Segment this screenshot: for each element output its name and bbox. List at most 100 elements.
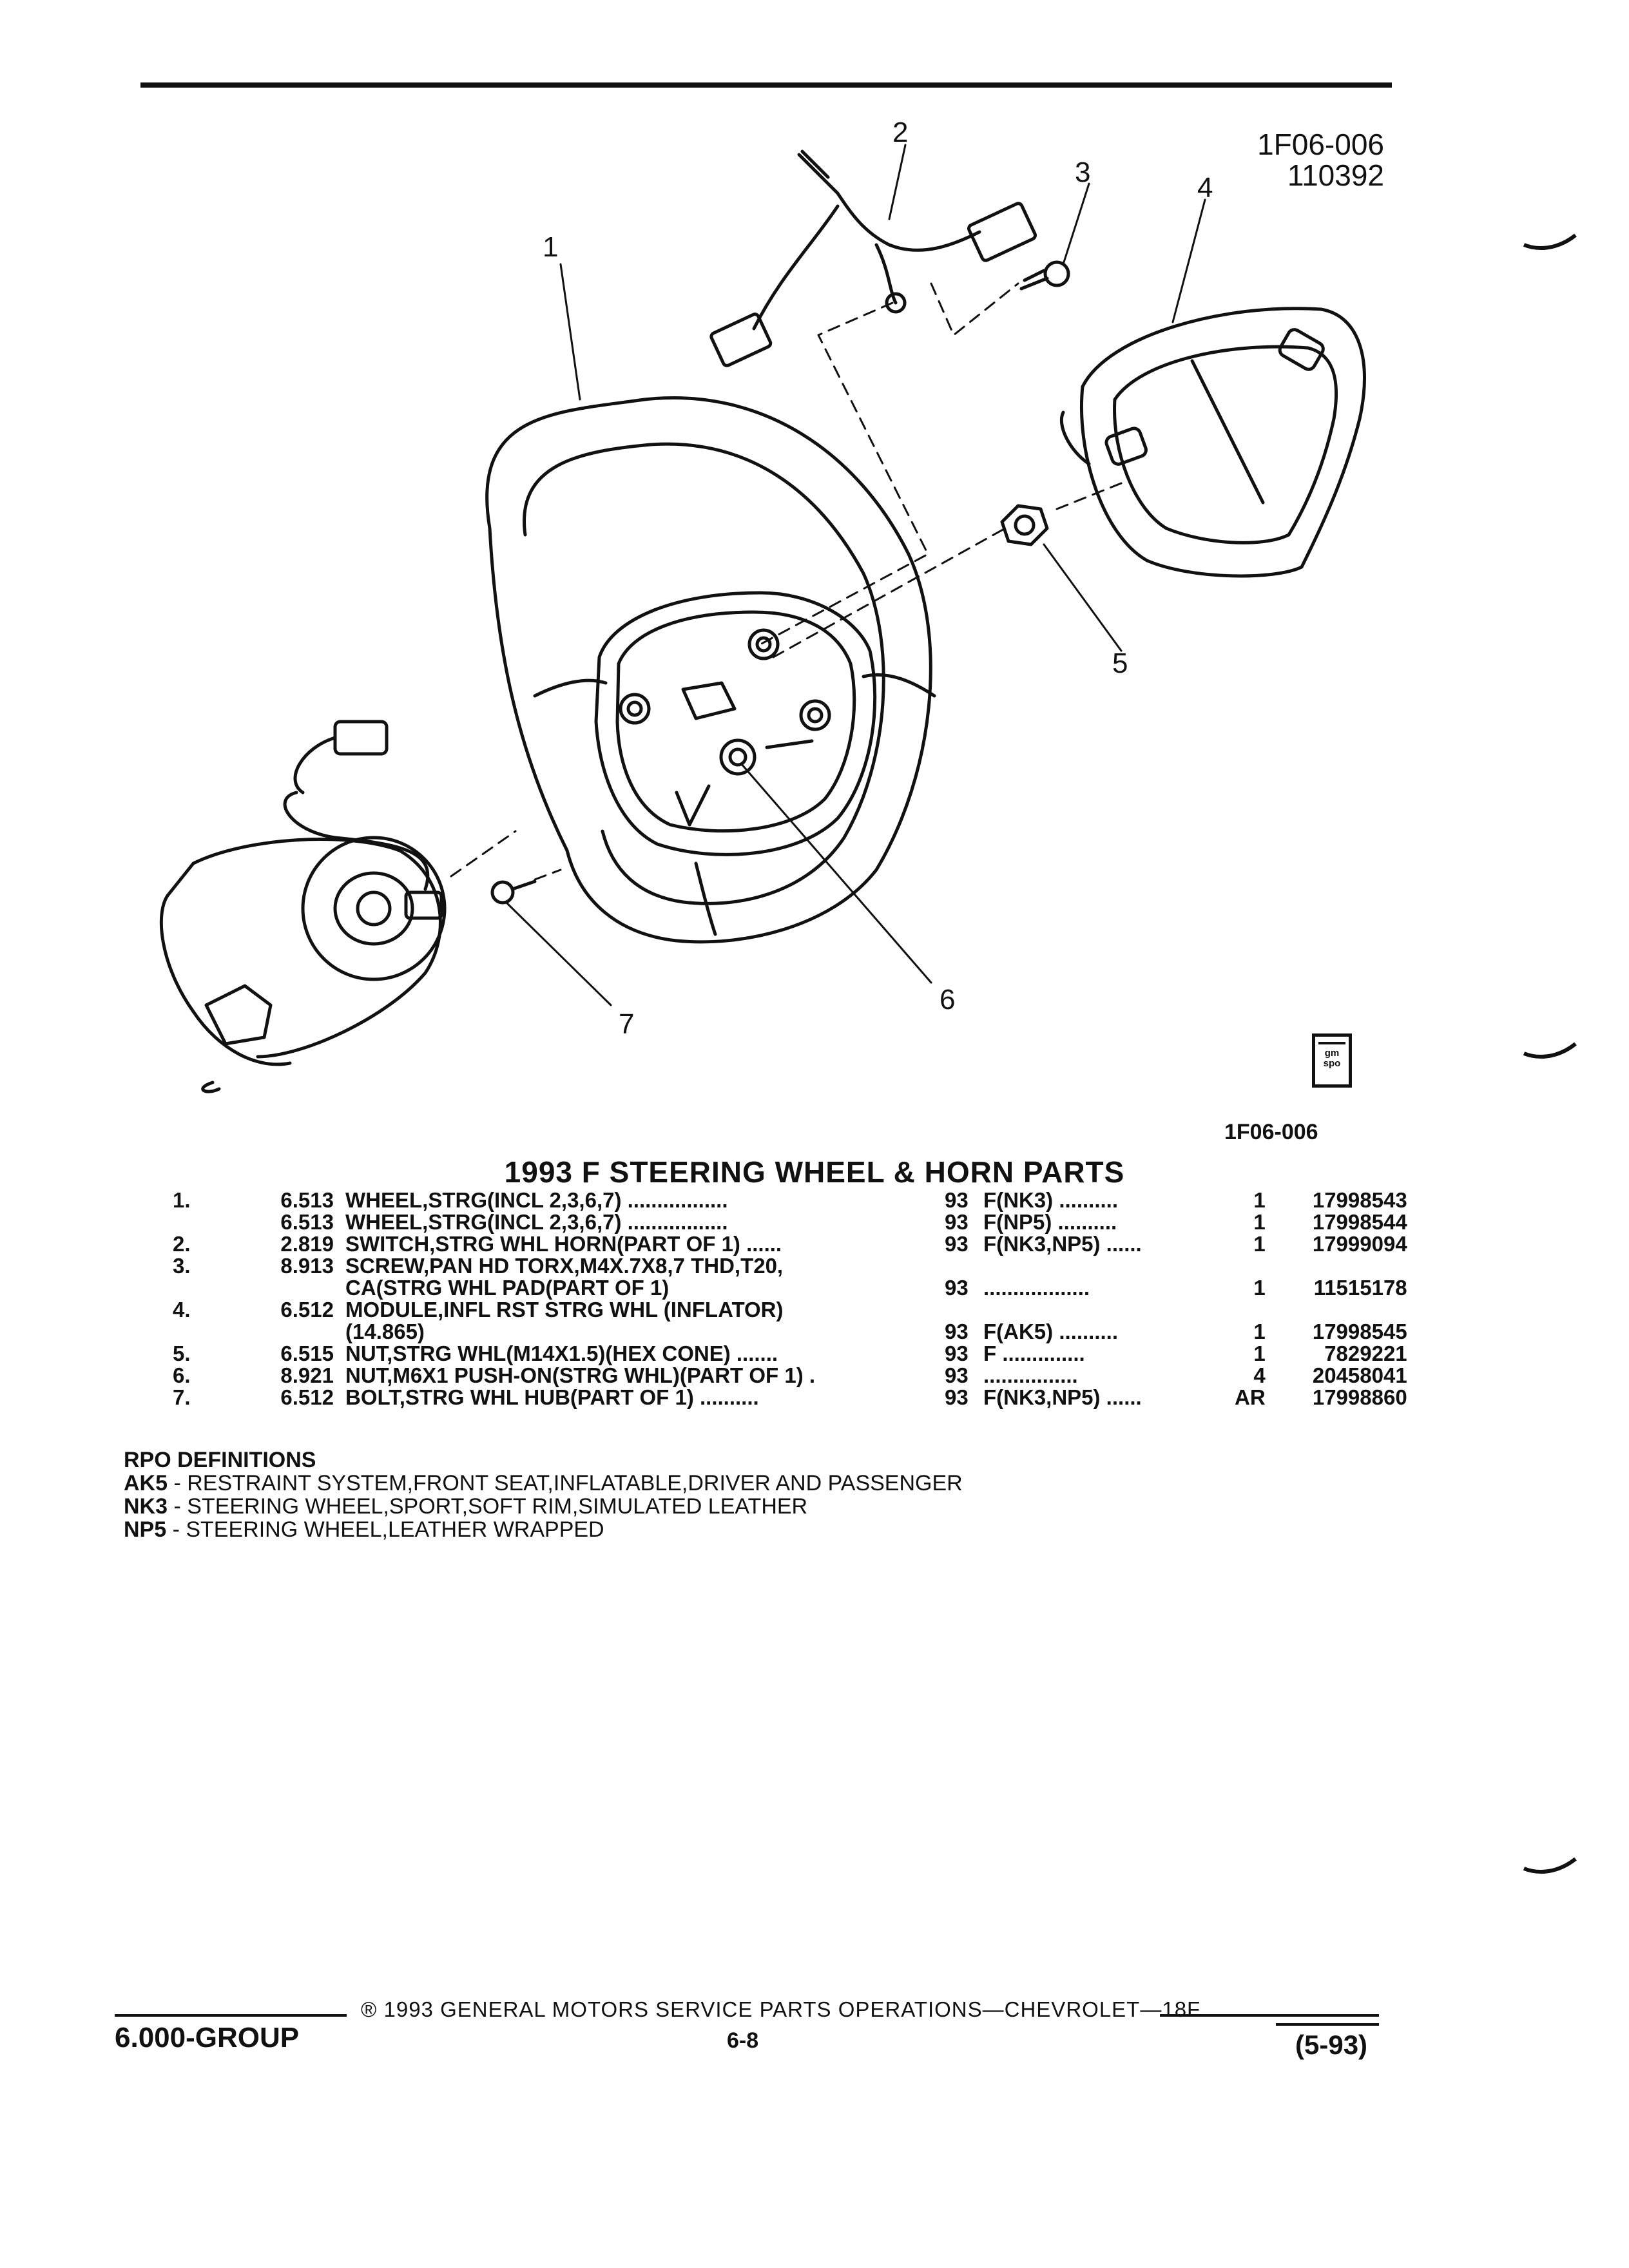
part-description: NUT,M6X1 PUSH-ON(STRG WHL)(PART OF 1) . <box>345 1365 925 1387</box>
rpo-text: - STEERING WHEEL,LEATHER WRAPPED <box>166 1517 604 1542</box>
part-index: 1. <box>173 1188 191 1212</box>
inflator-module-drawing <box>1059 307 1366 578</box>
callout-1: 1 <box>543 231 558 263</box>
part-index: 3. <box>173 1254 191 1278</box>
rpo-code: AK5 <box>124 1471 168 1495</box>
part-group-number: 6.512 <box>280 1298 334 1321</box>
part-year: 93 <box>945 1363 969 1387</box>
part-desc-continued: (14.865) <box>345 1320 425 1343</box>
part-group-number: 6.513 <box>280 1188 334 1212</box>
footer-rule-right-lower <box>1276 2023 1379 2026</box>
steering-column-drawing <box>159 720 447 1093</box>
part-rpo: F(NK3,NP5) ...... <box>983 1385 1142 1409</box>
part-index: 2. <box>173 1232 191 1256</box>
rpo-item: NP5 - STEERING WHEEL,LEATHER WRAPPED <box>124 1518 963 1541</box>
part-description: SWITCH,STRG WHL HORN(PART OF 1) ...... <box>345 1233 925 1255</box>
part-desc-text: ,STRG(INCL 2,3,6,7) <box>422 1210 622 1234</box>
callout-6: 6 <box>940 984 955 1015</box>
part-group-number: 6.512 <box>280 1385 334 1409</box>
part-index <box>173 1211 256 1233</box>
part-quantity: 1 <box>1253 1210 1266 1234</box>
part-name: SCREW <box>345 1254 424 1278</box>
part-quantity: 1 <box>1253 1232 1266 1256</box>
part-year: 93 <box>945 1276 969 1300</box>
part-index: 7. <box>173 1385 191 1409</box>
binder-mark <box>1523 233 1577 250</box>
figure-id-block: 1F06-006 110392 <box>1257 129 1384 191</box>
parts-row: 4. 6.512 MODULE,INFL RST STRG WHL (INFLATO… <box>173 1299 1407 1343</box>
part-desc-text: ,PAN HD TORX,M4X.7X8,7 THD,T20, <box>423 1254 784 1278</box>
rpo-heading: RPO DEFINITIONS <box>124 1448 316 1472</box>
part-name: NUT <box>345 1341 387 1365</box>
hub-bolt-drawing <box>490 879 537 905</box>
callout-7: 7 <box>619 1008 634 1040</box>
part-name: WHEEL <box>345 1188 423 1212</box>
hex-nut-drawing <box>1000 504 1049 546</box>
part-desc-text: ,STRG(INCL 2,3,6,7) <box>422 1188 622 1212</box>
rpo-item: NK3 - STEERING WHEEL,SPORT,SOFT RIM,SIMU… <box>124 1495 963 1518</box>
part-year: 93 <box>945 1188 969 1212</box>
rpo-code: NK3 <box>124 1494 168 1519</box>
rpo-text: - STEERING WHEEL,SPORT,SOFT RIM,SIMULATE… <box>168 1494 808 1519</box>
part-description: WHEEL,STRG(INCL 2,3,6,7) ...............… <box>345 1211 925 1233</box>
part-desc-text: ,STRG WHL HUB(PART OF 1) <box>399 1385 694 1409</box>
leader-dots: ................. <box>621 1210 728 1234</box>
part-quantity: 1 <box>1253 1320 1266 1343</box>
callout-3: 3 <box>1075 157 1090 188</box>
parts-row: 1. 6.513 WHEEL,STRG(INCL 2,3,6,7) ........… <box>173 1189 1407 1211</box>
part-description: BOLT,STRG WHL HUB(PART OF 1) .......... <box>345 1387 925 1408</box>
part-rpo: .................. <box>983 1276 1090 1300</box>
callout-numbers: 1 2 3 4 5 6 7 <box>543 117 1213 1040</box>
part-index: 4. <box>173 1298 191 1321</box>
binder-mark <box>1523 1857 1577 1874</box>
part-number: 11515178 <box>1313 1276 1407 1300</box>
figure-id-bottom: 1F06-006 <box>1224 1120 1318 1144</box>
part-description: WHEEL,STRG(INCL 2,3,6,7) ...............… <box>345 1189 925 1211</box>
part-name: SWITCH <box>345 1232 430 1256</box>
part-rpo: F(NK3,NP5) ...... <box>983 1232 1142 1256</box>
callout-2: 2 <box>892 117 908 148</box>
binder-mark <box>1523 1042 1577 1059</box>
part-quantity: 1 <box>1253 1341 1266 1365</box>
figure-date-code: 110392 <box>1287 159 1384 192</box>
footer-page-number: 6-8 <box>727 2028 759 2053</box>
part-description: MODULE,INFL RST STRG WHL (INFLATOR)(14.8… <box>345 1299 925 1343</box>
part-group-number: 6.515 <box>280 1341 334 1365</box>
part-year: 93 <box>945 1341 969 1365</box>
part-name: BOLT <box>345 1385 400 1409</box>
rpo-definitions: RPO DEFINITIONS AK5 - RESTRAINT SYSTEM,F… <box>124 1448 963 1541</box>
leader-dots: ................. <box>621 1188 728 1212</box>
footer-revision: (5-93) <box>1295 2030 1368 2060</box>
parts-row: 7. 6.512 BOLT,STRG WHL HUB(PART OF 1) ....… <box>173 1387 1407 1408</box>
part-index: 6. <box>173 1363 191 1387</box>
leader-dots: ....... <box>730 1341 778 1365</box>
part-desc-text: ,M6X1 PUSH-ON(STRG WHL)(PART OF 1) <box>387 1363 804 1387</box>
rpo-item: AK5 - RESTRAINT SYSTEM,FRONT SEAT,INFLAT… <box>124 1472 963 1495</box>
section-title: 1993 F STEERING WHEEL & HORN PARTS <box>504 1155 1125 1189</box>
footer-group: 6.000-GROUP <box>115 2022 300 2053</box>
part-group-number: 2.819 <box>280 1232 334 1256</box>
footer-rule-right <box>1160 2014 1379 2017</box>
part-number: 20458041 <box>1312 1363 1407 1387</box>
part-desc-text: ,INFL RST STRG WHL (INFLATOR) <box>438 1298 784 1321</box>
part-year: 93 <box>945 1385 969 1409</box>
part-index: 5. <box>173 1341 191 1365</box>
parts-row: 2. 2.819 SWITCH,STRG WHL HORN(PART OF 1) .… <box>173 1233 1407 1255</box>
top-rule <box>140 82 1392 88</box>
part-name: WHEEL <box>345 1210 423 1234</box>
part-rpo: F .............. <box>983 1341 1085 1365</box>
part-group-number: 8.921 <box>280 1363 334 1387</box>
leader-dots: .......... <box>693 1385 759 1409</box>
exploded-view-diagram: 1 2 3 4 5 6 7 <box>159 117 1366 1093</box>
part-number: 17998860 <box>1312 1385 1407 1409</box>
part-quantity: AR <box>1235 1385 1266 1409</box>
part-number: 17998543 <box>1312 1188 1407 1212</box>
part-rpo: F(NK3) .......... <box>983 1188 1119 1212</box>
rpo-text: - RESTRAINT SYSTEM,FRONT SEAT,INFLATABLE… <box>168 1471 963 1495</box>
part-year: 93 <box>945 1210 969 1234</box>
callout-5: 5 <box>1112 648 1128 679</box>
